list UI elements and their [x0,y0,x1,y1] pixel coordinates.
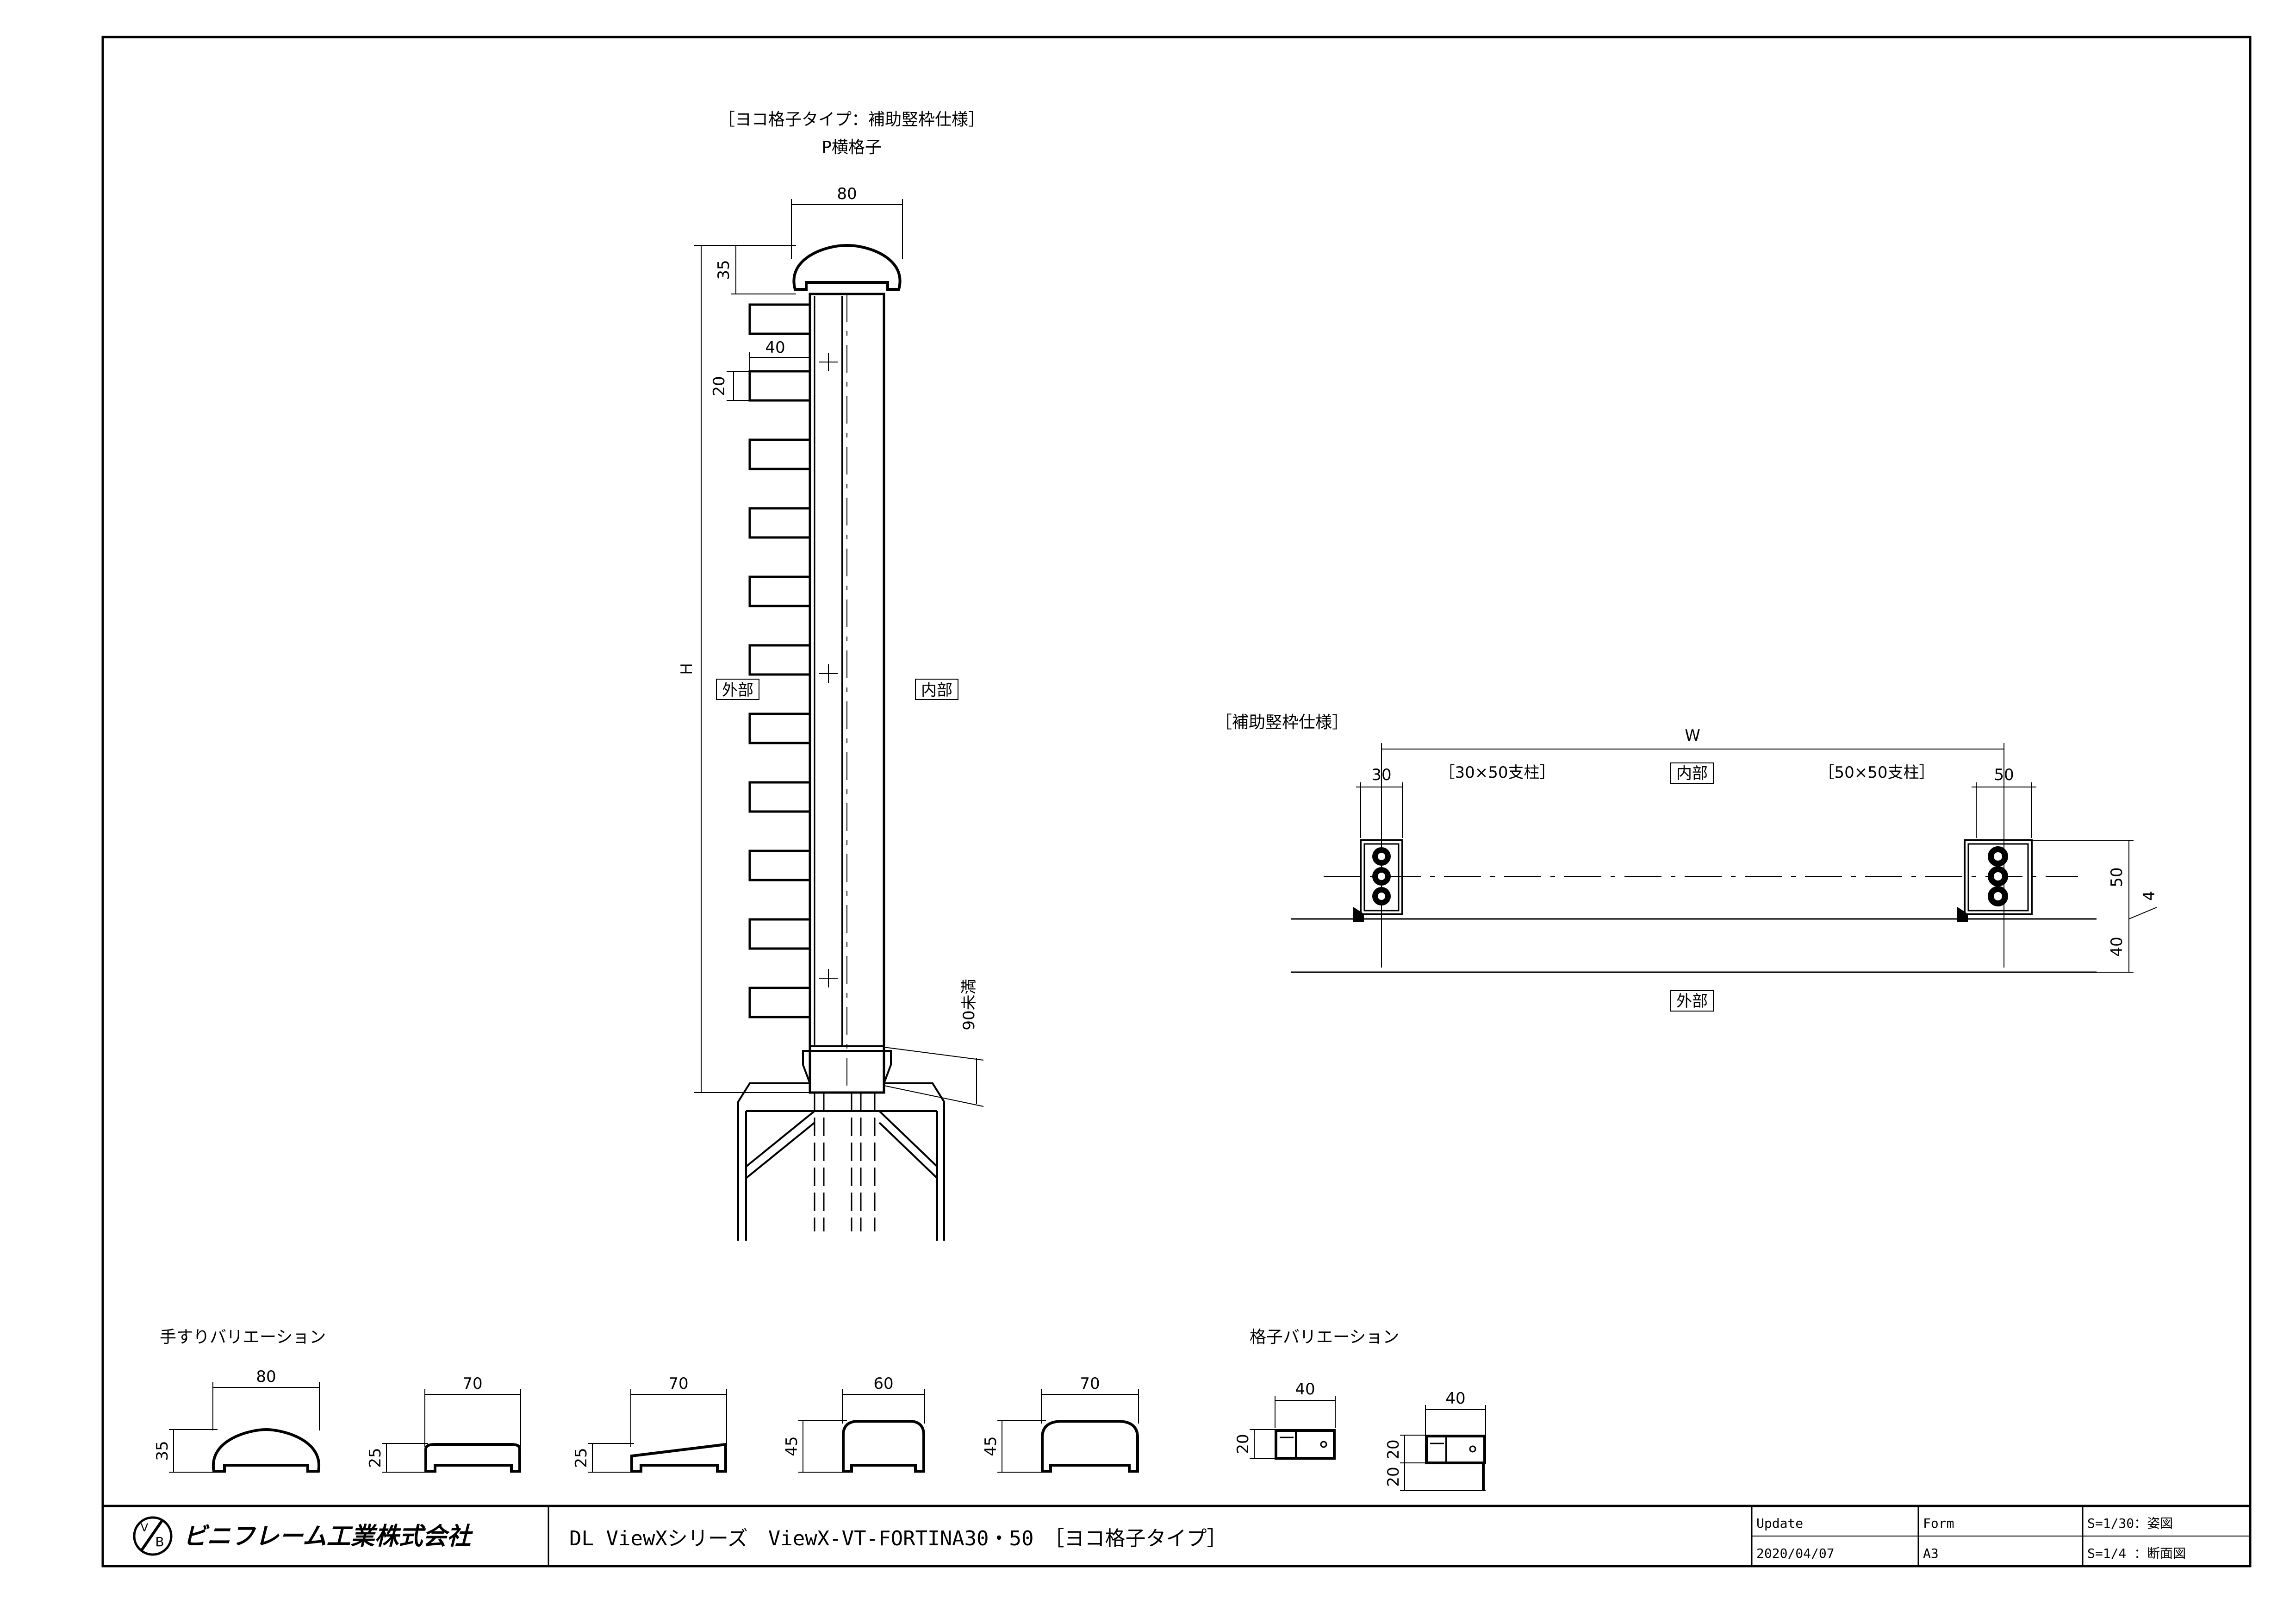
lattice-variations-heading: 格子バリエーション [1250,1328,1399,1347]
dim-slat-width-value: 40 [765,338,785,357]
dim-top-width [791,199,903,259]
update-value: 2020/04/07 [1756,1546,1835,1561]
handrail-3-height: 25 [572,1448,591,1468]
side-view-subheading: P横格子 [821,138,882,157]
lattice-2-height-b: 20 [1384,1467,1403,1487]
dim-depth-post-value: 50 [2108,867,2126,887]
handrail-cap [792,244,902,291]
handrail-variation-2: 70 25 [366,1374,521,1473]
lattice-2-height-a: 20 [1384,1439,1403,1459]
dim-slat-height [727,371,750,401]
side-view-heading: ［ヨコ格子タイプ：補助竪枠仕様］ [718,110,985,129]
svg-text:V: V [141,1521,149,1534]
dim-depth-base-value: 40 [2108,937,2126,956]
side-view: ［ヨコ格子タイプ：補助竪枠仕様］ P横格子 80 35 H [678,110,985,1241]
form-label: Form [1923,1516,1954,1531]
handrail-3-width: 70 [668,1374,688,1393]
plan-view-heading: ［補助竪枠仕様］ [1215,713,1349,732]
handrail-4-height: 45 [783,1436,801,1456]
handrail-variations: 手すりバリエーション 80 35 70 25 70 25 60 45 [153,1328,1139,1473]
label-interior: 内部 [921,681,952,700]
dim-offset-value: 4 [2140,891,2159,901]
center-markers [819,353,838,987]
plan-label-interior: 内部 [1676,764,1708,783]
lattice-variations: 格子バリエーション 40 20 40 20 20 [1234,1328,1486,1491]
dim-gap [884,1047,984,1107]
label-exterior-box [716,679,759,700]
right-post-section [1957,839,2033,922]
lattice-2-width: 40 [1445,1389,1465,1408]
label-exterior: 外部 [722,681,753,700]
handrail-variations-heading: 手すりバリエーション [160,1328,326,1347]
plan-label-exterior: 外部 [1676,992,1708,1011]
lattice-1-width: 40 [1295,1380,1315,1399]
handrail-5-width: 70 [1080,1374,1100,1393]
dim-top-width-value: 80 [837,185,857,203]
lattice-1-height: 20 [1234,1434,1252,1454]
dim-slat-width [749,352,810,370]
dim-width-value: W [1685,726,1700,745]
dim-top-height-value: 35 [715,260,733,280]
dim-total-height [694,245,815,1093]
dim-gap-note: 90未満 [960,979,978,1030]
anchor-dashes [814,1093,876,1231]
handrail-5-height: 45 [982,1436,1000,1456]
sheet-border [101,36,2252,1568]
dim-top-height [731,245,796,294]
label-interior-box [915,679,958,700]
handrail-variation-4: 60 45 [783,1374,925,1473]
form-value: A3 [1923,1546,1939,1561]
handrail-1-width: 80 [256,1368,276,1386]
post [809,293,885,1094]
dim-depth [2032,840,2157,973]
plan-label-exterior-box [1670,990,1714,1012]
lattice-variation-1: 40 20 [1234,1380,1336,1460]
scale-note-1: S=1/30：姿図 [2087,1516,2173,1531]
handrail-4-width: 60 [873,1374,893,1393]
base-frame [737,1050,945,1241]
scale-note-2: S=1/4 ：断面図 [2087,1546,2186,1561]
lattice-slats [748,303,811,1018]
note-left-post: ［30×50支柱］ [1439,763,1555,782]
update-label: Update [1756,1516,1803,1531]
title-block: B V ビニフレーム工業株式会社 DL ViewXシリーズ ViewX-VT-F… [101,1505,2252,1568]
dim-total-height-value: H [678,663,696,675]
company-name: ビニフレーム工業株式会社 [183,1523,473,1550]
left-post-section [1353,839,1403,922]
plan-label-interior-box [1670,762,1714,784]
handrail-variation-3: 70 25 [572,1374,727,1473]
dim-right-post [1972,782,2036,838]
handrail-variation-5: 70 45 [982,1374,1139,1473]
dim-left-post-value: 30 [1371,766,1391,784]
dim-left-post [1356,782,1403,838]
handrail-2-width: 70 [462,1374,482,1393]
dim-slat-height-value: 20 [710,376,728,396]
handrail-1-height: 35 [153,1441,172,1461]
svg-text:B: B [155,1534,164,1549]
handrail-2-height: 25 [366,1448,385,1468]
company-logo-icon: B V [133,1516,173,1556]
dim-right-post-value: 50 [1994,766,2014,784]
note-right-post: ［50×50支柱］ [1818,763,1935,782]
plan-view: ［補助竪枠仕様］ W 30 ［30×50支柱］ 内部 ［50×50支柱］ 50 [1215,713,2159,1012]
handrail-variation-1: 80 35 [153,1368,321,1473]
drawing-title: DL ViewXシリーズ ViewX-VT-FORTINA30・50 ［ヨコ格子… [569,1527,1227,1550]
lattice-variation-2: 40 20 20 [1384,1389,1486,1491]
